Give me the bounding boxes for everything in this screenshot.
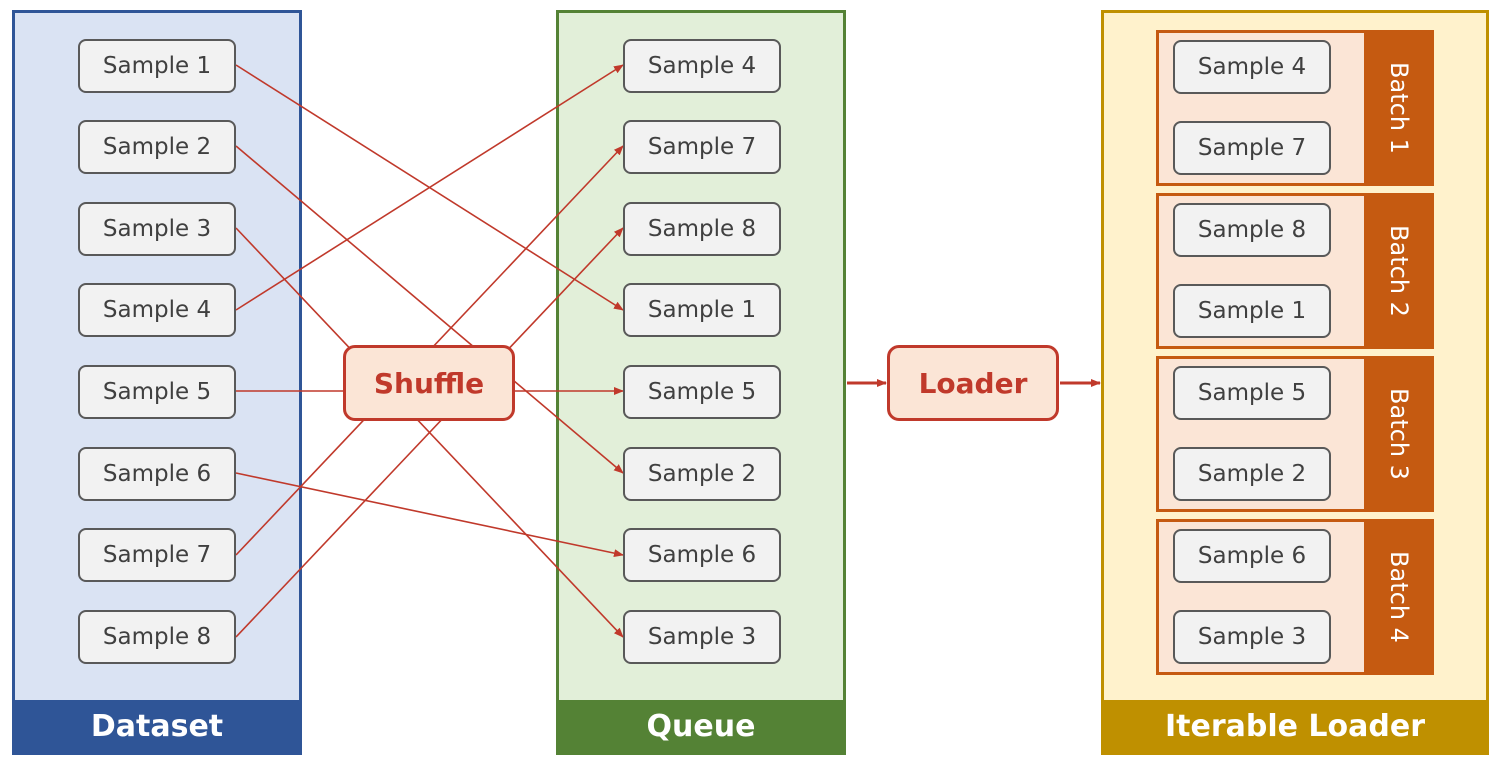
queue-sample: Sample 5 [623, 365, 781, 419]
batch-label: Batch 3 [1364, 356, 1434, 512]
queue-sample: Sample 2 [623, 447, 781, 501]
batch-label: Batch 2 [1364, 193, 1434, 349]
dataset-sample: Sample 4 [78, 283, 236, 337]
queue-sample: Sample 4 [623, 39, 781, 93]
dataset-sample: Sample 3 [78, 202, 236, 256]
loader-box: Loader [887, 345, 1059, 421]
batch-sample: Sample 8 [1173, 203, 1331, 257]
dataset-sample: Sample 6 [78, 447, 236, 501]
batch-sample: Sample 2 [1173, 447, 1331, 501]
batch-label: Batch 4 [1364, 519, 1434, 675]
dataset-sample: Sample 1 [78, 39, 236, 93]
batch-label: Batch 1 [1364, 30, 1434, 186]
shuffle-edge [235, 472, 624, 558]
dataset-sample: Sample 8 [78, 610, 236, 664]
queue-title: Queue [559, 700, 843, 752]
batch-sample: Sample 7 [1173, 121, 1331, 175]
shuffle-edge [235, 64, 624, 311]
dataset-sample: Sample 5 [78, 365, 236, 419]
shuffle-edge [235, 227, 624, 638]
dataset-title: Dataset [15, 700, 299, 752]
dataset-sample: Sample 7 [78, 528, 236, 582]
shuffle-box: Shuffle [343, 345, 515, 421]
queue-sample: Sample 3 [623, 610, 781, 664]
batch-sample: Sample 4 [1173, 40, 1331, 94]
dataset-sample: Sample 2 [78, 120, 236, 174]
batch-sample: Sample 5 [1173, 366, 1331, 420]
batch-sample: Sample 1 [1173, 284, 1331, 338]
batch-sample: Sample 6 [1173, 529, 1331, 583]
queue-sample: Sample 1 [623, 283, 781, 337]
queue-sample: Sample 7 [623, 120, 781, 174]
iterable-loader-title: Iterable Loader [1104, 700, 1486, 752]
queue-sample: Sample 8 [623, 202, 781, 256]
batch-sample: Sample 3 [1173, 610, 1331, 664]
queue-sample: Sample 6 [623, 528, 781, 582]
shuffle-edge [235, 145, 624, 474]
